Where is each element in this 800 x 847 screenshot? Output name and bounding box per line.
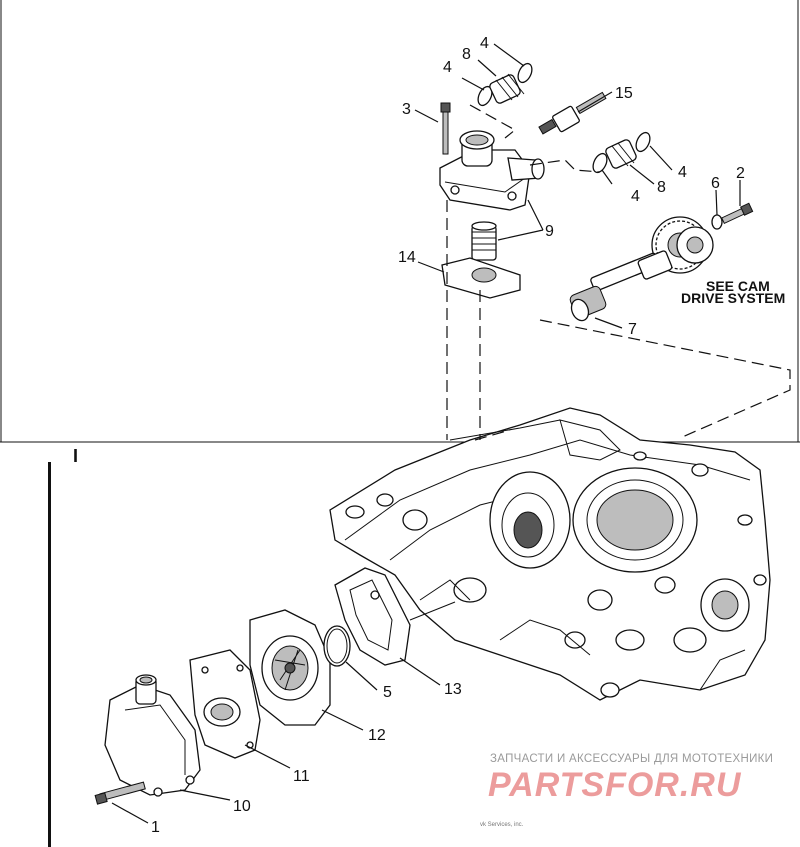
sprocket-bolt-2 <box>721 202 754 225</box>
upper-fitting-assembly <box>477 62 533 107</box>
callout-10: 10 <box>233 798 251 815</box>
watermark: ЗАПЧАСТИ И АКСЕССУАРЫ ДЛЯ МОТОТЕХНИКИ PA… <box>488 753 773 804</box>
note-line-2: DRIVE SYSTEM <box>681 290 785 306</box>
callout-8-top: 8 <box>462 46 471 63</box>
callout-4-lower: 4 <box>631 188 640 205</box>
watermark-brand: PARTSFOR.RU <box>488 766 742 804</box>
cover-bolt <box>94 781 146 805</box>
callout-4-right: 4 <box>678 164 687 181</box>
callout-6: 6 <box>711 175 720 192</box>
callout-4-top: 4 <box>480 35 489 52</box>
crankcase-illustration <box>329 407 771 701</box>
callout-15: 15 <box>615 85 633 102</box>
callout-11: 11 <box>293 768 310 785</box>
copyright-notice: vk Services, inc. <box>480 822 524 828</box>
callout-leaders <box>111 43 741 824</box>
callout-13: 13 <box>444 681 462 698</box>
water-pump-drive-shaft <box>569 250 673 322</box>
callout-8-right: 8 <box>657 179 666 196</box>
callout-1: 1 <box>151 819 160 836</box>
thermostat <box>471 221 497 261</box>
cam-drive-note: SEE CAM DRIVE SYSTEM <box>681 278 785 306</box>
callout-4-left: 4 <box>443 59 452 76</box>
callout-14: 14 <box>398 249 416 266</box>
o-ring-5 <box>323 625 351 667</box>
callout-9: 9 <box>545 223 554 240</box>
water-pump-cover <box>104 674 201 797</box>
lower-fitting-assembly <box>592 131 651 174</box>
cover-gasket <box>189 649 261 759</box>
callout-2: 2 <box>736 165 745 182</box>
revision-bar-mark: I <box>73 446 78 466</box>
callout-12: 12 <box>368 727 386 744</box>
assembly-dashed-lines <box>446 104 791 441</box>
callout-numbers: 1 2 3 4 4 4 4 5 6 7 8 8 9 10 11 12 13 14… <box>151 35 745 836</box>
temperature-sensor <box>538 91 607 135</box>
callout-3: 3 <box>402 101 411 118</box>
thermostat-housing-bolt <box>440 102 451 155</box>
callout-5: 5 <box>383 684 392 701</box>
callout-7: 7 <box>628 321 637 338</box>
water-pump-impeller-housing <box>249 609 331 726</box>
note-line-1: SEE CAM <box>706 278 770 294</box>
thermostat-gasket <box>441 257 521 299</box>
thermostat-housing <box>439 130 545 211</box>
washer-6 <box>711 214 723 230</box>
crankcase-gasket-13 <box>334 567 411 666</box>
watermark-tagline: ЗАПЧАСТИ И АКСЕССУАРЫ ДЛЯ МОТОТЕХНИКИ <box>490 753 773 765</box>
